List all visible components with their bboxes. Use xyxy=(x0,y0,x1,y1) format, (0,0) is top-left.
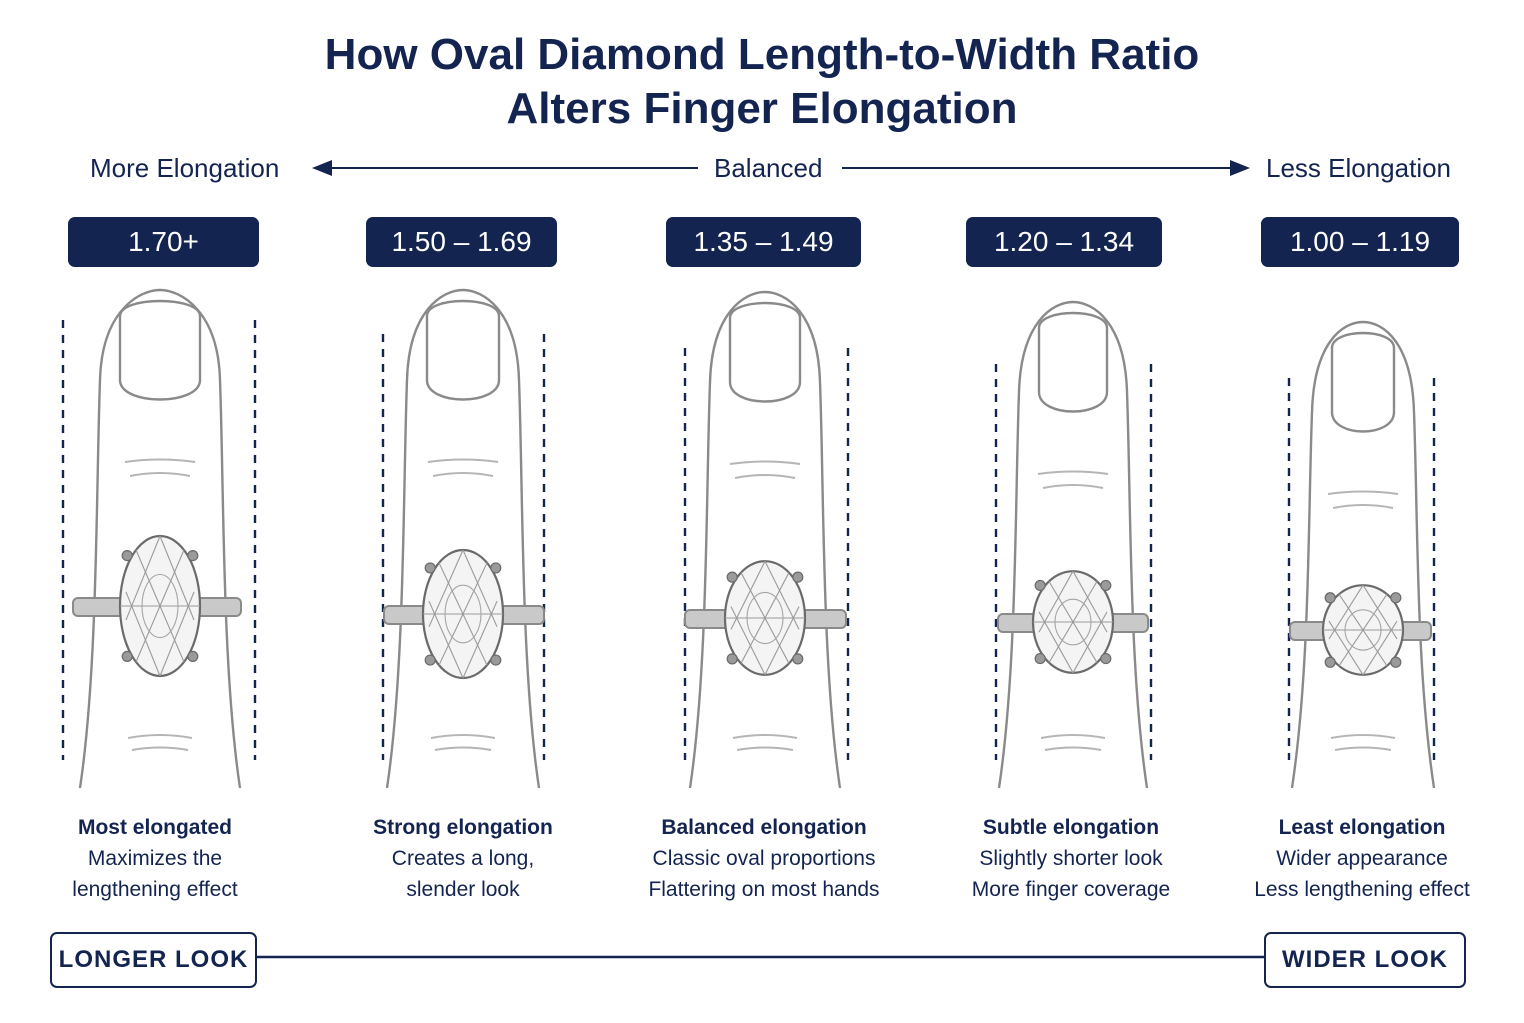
prong xyxy=(424,654,436,666)
prong xyxy=(490,654,502,666)
oval-diamond xyxy=(421,548,505,680)
prong xyxy=(1390,592,1402,604)
caption-4: Subtle elongation Slightly shorter look … xyxy=(921,812,1221,905)
knuckle-crease xyxy=(1037,470,1109,475)
prong xyxy=(187,650,199,662)
caption-line-1a: Maximizes the xyxy=(87,847,223,870)
prong xyxy=(424,562,436,574)
knuckle-crease xyxy=(129,472,191,477)
scale-arrowhead-right xyxy=(1230,160,1250,176)
finger-illustration-5 xyxy=(1287,320,1436,789)
caption-line-4b: More finger coverage xyxy=(971,878,1171,901)
title-line-1: How Oval Diamond Length-to-Width Ratio xyxy=(324,30,1200,79)
knuckle-crease xyxy=(432,472,494,477)
ratio-badge-3: 1.35 – 1.49 xyxy=(666,217,861,267)
elongation-scale-arrow xyxy=(312,160,1250,176)
knuckle-crease xyxy=(732,734,798,739)
prong xyxy=(1390,656,1402,668)
caption-line-5a: Wider appearance xyxy=(1276,847,1448,870)
knuckle-crease xyxy=(427,458,499,463)
fingernail xyxy=(1037,311,1109,413)
knuckle-crease xyxy=(434,746,492,751)
knuckle-crease xyxy=(124,458,196,463)
ratio-badge-5: 1.00 – 1.19 xyxy=(1261,217,1459,267)
finger-outline xyxy=(1290,320,1436,789)
prong xyxy=(1034,652,1046,665)
caption-line-2a: Creates a long, xyxy=(391,847,535,870)
caption-heading-4: Subtle elongation xyxy=(982,816,1160,839)
prong xyxy=(1034,579,1046,592)
scale-label-center: Balanced xyxy=(714,153,823,183)
fingernail xyxy=(425,299,501,401)
finger-illustration-3 xyxy=(683,290,850,789)
caption-line-3a: Classic oval proportions xyxy=(652,847,876,870)
caption-heading-5: Least elongation xyxy=(1278,816,1446,839)
prong xyxy=(1100,579,1112,592)
scale-label-right: Less Elongation xyxy=(1266,153,1452,183)
prong xyxy=(121,650,133,662)
scale-label-left: More Elongation xyxy=(90,153,280,183)
oval-diamond xyxy=(1321,584,1405,676)
caption-line-1b: lengthening effect xyxy=(72,878,238,901)
title-line-2: Alters Finger Elongation xyxy=(506,84,1018,133)
page-title: How Oval Diamond Length-to-Width Ratio A… xyxy=(0,28,1524,136)
caption-heading-2: Strong elongation xyxy=(373,816,553,839)
knuckle-crease xyxy=(1040,734,1106,739)
oval-diamond xyxy=(118,534,202,678)
knuckle-crease xyxy=(734,474,796,479)
caption-1: Most elongated Maximizes the lengthening… xyxy=(5,812,305,905)
caption-line-5b: Less lengthening effect xyxy=(1254,878,1470,901)
ratio-badge-1: 1.70+ xyxy=(68,217,259,267)
prong xyxy=(726,653,738,665)
scale-arrowhead-left xyxy=(312,160,332,176)
prong xyxy=(792,571,804,583)
finger-outline xyxy=(997,300,1149,789)
finger-outline xyxy=(688,290,842,789)
prong xyxy=(121,550,133,562)
caption-2: Strong elongation Creates a long, slende… xyxy=(313,812,613,905)
knuckle-crease xyxy=(729,460,801,465)
caption-heading-1: Most elongated xyxy=(77,816,232,839)
wider-look-box: WIDER LOOK xyxy=(1264,932,1466,988)
finger-illustration-1 xyxy=(61,288,257,789)
fingernail xyxy=(728,301,802,403)
finger-outline xyxy=(385,288,541,789)
knuckle-crease xyxy=(1042,484,1104,489)
caption-5: Least elongation Wider appearance Less l… xyxy=(1212,812,1512,905)
prong xyxy=(187,550,199,562)
caption-heading-3: Balanced elongation xyxy=(661,816,867,839)
caption-3: Balanced elongation Classic oval proport… xyxy=(614,812,914,905)
ratio-badge-2: 1.50 – 1.69 xyxy=(366,217,557,267)
ratio-badge-4: 1.20 – 1.34 xyxy=(966,217,1162,267)
prong xyxy=(1100,652,1112,665)
knuckle-crease xyxy=(1332,504,1394,509)
prong xyxy=(1324,656,1336,668)
oval-diamond xyxy=(1031,570,1115,674)
knuckle-crease xyxy=(1044,746,1102,751)
knuckle-crease xyxy=(131,746,189,751)
caption-line-2b: slender look xyxy=(406,878,520,901)
knuckle-crease xyxy=(1327,490,1399,495)
prong xyxy=(1324,592,1336,604)
caption-line-4a: Slightly shorter look xyxy=(979,847,1163,870)
oval-diamond xyxy=(723,560,807,676)
finger-illustration-4 xyxy=(994,300,1153,789)
finger-illustration-2 xyxy=(381,288,546,789)
knuckle-crease xyxy=(127,734,193,739)
caption-line-3b: Flattering on most hands xyxy=(648,878,880,901)
knuckle-crease xyxy=(736,746,794,751)
prong xyxy=(726,571,738,583)
fingernail xyxy=(1330,331,1396,433)
prong xyxy=(490,562,502,574)
fingernail xyxy=(118,299,202,401)
knuckle-crease xyxy=(1330,734,1396,739)
prong xyxy=(792,653,804,665)
knuckle-crease xyxy=(430,734,496,739)
knuckle-crease xyxy=(1334,746,1392,751)
longer-look-box: LONGER LOOK xyxy=(50,932,257,988)
